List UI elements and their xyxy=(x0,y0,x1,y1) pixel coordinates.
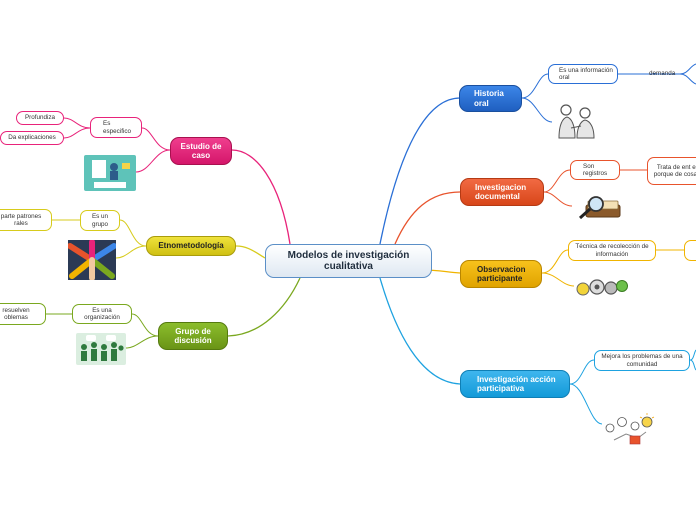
estudio-es-especifico[interactable]: Es especifico xyxy=(90,117,142,138)
branch-historia-oral[interactable]: Historia oral xyxy=(459,85,522,112)
grupo-resuelven-problemas[interactable]: resuelven oblemas xyxy=(0,303,46,325)
branch-estudio-de-caso[interactable]: Estudio de caso xyxy=(170,137,232,165)
branch-etnometodologia[interactable]: Etnometodología xyxy=(146,236,236,256)
discussion-group-image xyxy=(76,333,126,365)
branch-observacion-participante[interactable]: Observacion participante xyxy=(460,260,542,288)
estudio-da-explicaciones[interactable]: Da explicaciones xyxy=(0,131,64,145)
documental-trata-de-entender[interactable]: Trata de ent el porque de cosas xyxy=(647,157,696,185)
people-talking-image xyxy=(553,100,599,140)
grupo-es-una-organizacion[interactable]: Es una organización xyxy=(72,304,132,324)
observacion-tecnica-recoleccion[interactable]: Técnica de recolección de información xyxy=(568,240,656,261)
observacion-next-topic[interactable] xyxy=(684,240,696,261)
magnifier-documents-image xyxy=(578,196,621,220)
historia-info-oral[interactable]: Es una información oral xyxy=(548,64,618,84)
gears-image xyxy=(576,279,628,296)
central-topic[interactable]: Modelos de investigación cualitativa xyxy=(265,244,432,278)
branch-investigacion-accion-participativa[interactable]: Investigación acción participativa xyxy=(460,370,570,398)
accion-mejora-problemas[interactable]: Mejora los problemas de una comunidad xyxy=(594,350,690,371)
branch-grupo-de-discusion[interactable]: Grupo de discusión xyxy=(158,322,228,350)
etno-patrones[interactable]: parte patrones rales xyxy=(0,209,52,231)
lightbulbs-image xyxy=(605,413,655,445)
case-study-image xyxy=(84,155,136,191)
branch-investigacion-documental[interactable]: Investigacion documental xyxy=(460,178,544,206)
documental-son-registros[interactable]: Son registros xyxy=(570,160,620,180)
estudio-profundiza[interactable]: Profundiza xyxy=(16,111,64,125)
historia-demanda[interactable]: demanda xyxy=(649,70,676,77)
etno-es-un-grupo[interactable]: Es un grupo xyxy=(80,210,120,231)
hands-together-image xyxy=(68,240,116,280)
